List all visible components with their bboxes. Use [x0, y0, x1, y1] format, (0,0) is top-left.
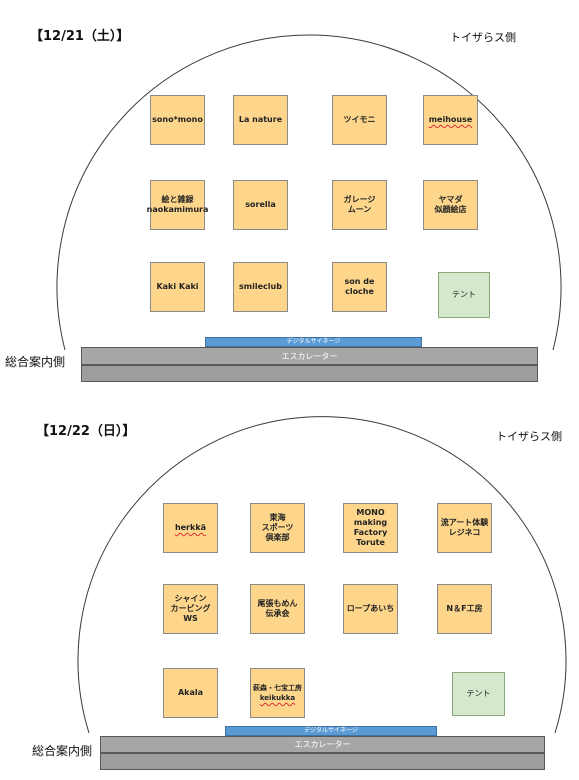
- booth-name: Torute: [356, 538, 385, 547]
- booth-name: meihouse: [428, 115, 473, 124]
- booth: ツイモニ: [332, 95, 387, 145]
- escalator: エスカレーター: [100, 736, 545, 753]
- booth-name: 尾張もめん: [257, 599, 298, 608]
- booth-name: N＆F工房: [446, 604, 483, 613]
- booth-name: WS: [183, 614, 198, 623]
- booth: 絵と雑録 naokamimura: [147, 180, 208, 230]
- date-label: 【12/22（日）】: [36, 424, 136, 439]
- booth-name: Factory: [353, 528, 388, 537]
- booth-name: ツイモニ: [343, 115, 376, 124]
- booth: ロープあいち: [343, 584, 398, 634]
- booth-name: 東海: [269, 513, 286, 522]
- booth: Kaki Kaki: [150, 262, 205, 312]
- booth: sono*mono: [150, 95, 205, 145]
- booth-name: Akala: [177, 688, 204, 697]
- info-desk-side-label: 総合案内側: [32, 744, 93, 758]
- booth-name: ロープあいち: [346, 604, 395, 613]
- booth-name: son de: [344, 277, 375, 286]
- escalator-lower-band: [100, 753, 545, 770]
- booth: 流アート体験 レジネコ: [437, 503, 492, 553]
- booth-name: 伝承会: [265, 609, 290, 618]
- booth-name: シャイン: [174, 594, 207, 603]
- booth: herkkä: [163, 503, 218, 553]
- escalator: エスカレーター: [81, 347, 538, 365]
- booth: smileclub: [233, 262, 288, 312]
- booth-name: making: [353, 518, 388, 527]
- booth: meihouse: [423, 95, 478, 145]
- booth-name: ガレージ: [343, 195, 376, 204]
- booth-name: sorella: [245, 200, 276, 209]
- toysrus-side-label: トイザらス側: [496, 430, 562, 443]
- booth-name: La nature: [238, 115, 283, 124]
- booth-name: smileclub: [239, 282, 282, 291]
- booth: ヤマダ 似顔絵店: [423, 180, 478, 230]
- booth-name: レジネコ: [448, 528, 481, 537]
- booth: N＆F工房: [437, 584, 492, 634]
- booth: 尾張もめん 伝承会: [250, 584, 305, 634]
- booth-name: Kaki Kaki: [156, 282, 199, 291]
- booth-name: 似顔絵店: [434, 205, 467, 214]
- booth: ガレージ ムーン: [332, 180, 387, 230]
- booth-name: 流アート体験: [440, 518, 489, 527]
- booth-name: cloche: [345, 287, 374, 296]
- booth: Akala: [163, 668, 218, 718]
- booth-name: sono*mono: [152, 115, 203, 124]
- booth: La nature: [233, 95, 288, 145]
- tent-area: テント: [452, 672, 505, 716]
- digital-signage: デジタルサイネージ: [205, 337, 422, 347]
- booth-name: ヤマダ: [438, 195, 463, 204]
- toysrus-side-label: トイザらス側: [450, 31, 516, 44]
- booth-name: naokamimura: [146, 205, 209, 214]
- booth-name: 倶楽部: [265, 533, 290, 542]
- booth: MONO making Factory Torute: [343, 503, 398, 553]
- tent-area: テント: [438, 272, 490, 318]
- info-desk-side-label: 総合案内側: [5, 355, 66, 369]
- booth: son de cloche: [332, 262, 387, 312]
- booth-name: herkkä: [174, 523, 207, 532]
- booth-name: 萩森・七宝工房: [253, 684, 302, 692]
- booth-name: keikukka: [259, 694, 296, 702]
- escalator-lower-band: [81, 365, 538, 382]
- booth-name: スポーツ: [261, 523, 294, 532]
- booth: 東海 スポーツ 倶楽部: [250, 503, 305, 553]
- booth: シャイン カービング WS: [163, 584, 218, 634]
- booth-name: 絵と雑録: [161, 195, 194, 204]
- booth-name: MONO: [356, 508, 385, 517]
- booth-name: カービング: [170, 604, 211, 613]
- tent-label: テント: [452, 290, 476, 299]
- date-label: 【12/21（土）】: [30, 29, 130, 44]
- tent-label: テント: [466, 689, 491, 698]
- booth: sorella: [233, 180, 288, 230]
- booth-name: ムーン: [347, 205, 372, 214]
- digital-signage: デジタルサイネージ: [225, 726, 437, 736]
- booth: 萩森・七宝工房 keikukka: [250, 668, 305, 718]
